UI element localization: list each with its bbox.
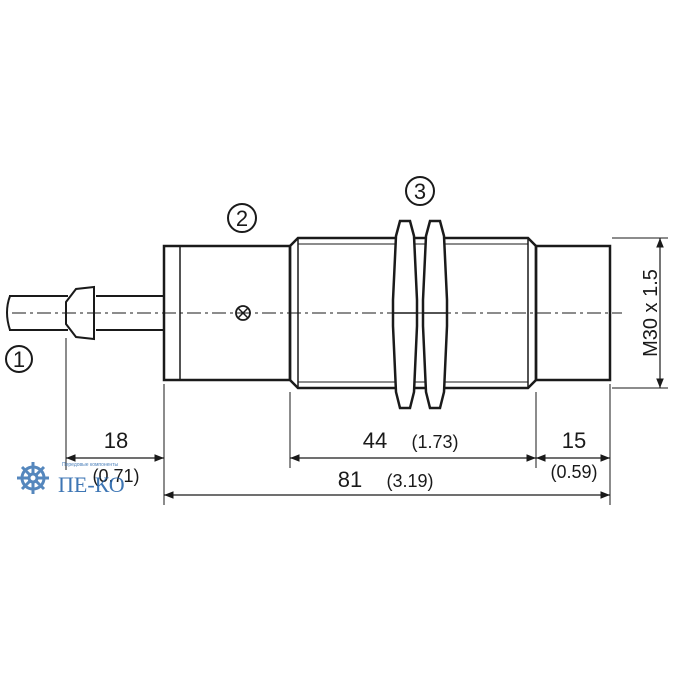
dim-total-mm: 81 xyxy=(338,467,362,492)
dim-thread-in: (1.73) xyxy=(411,432,458,452)
dim-cable-in: (0.71) xyxy=(92,466,139,486)
thread-size-label: M30 x 1.5 xyxy=(640,269,662,357)
cable xyxy=(6,295,164,331)
dim-cable-mm: 18 xyxy=(104,428,128,453)
callout-2: 2 xyxy=(227,203,257,233)
watermark-brand: ПЕ-КО xyxy=(58,472,125,497)
mounting-nut-right xyxy=(421,219,449,410)
watermark-tagline: Передовые компоненты xyxy=(62,462,118,468)
mounting-nut-left xyxy=(391,219,419,410)
watermark: Передовые компоненты ПЕ-КО xyxy=(17,462,125,497)
callout-1: 1 xyxy=(5,345,33,373)
svg-text:3: 3 xyxy=(414,179,426,204)
dim-cap-in: (0.59) xyxy=(550,462,597,482)
gear-icon xyxy=(17,462,49,494)
callout-3: 3 xyxy=(405,176,435,206)
dim-thread-mm: 44 xyxy=(363,428,387,453)
dim-total-in: (3.19) xyxy=(386,471,433,491)
svg-text:2: 2 xyxy=(236,206,248,231)
dim-cap-mm: 15 xyxy=(562,428,586,453)
svg-text:1: 1 xyxy=(13,347,25,372)
sensing-face xyxy=(534,244,612,382)
dimension-lines xyxy=(66,238,664,499)
